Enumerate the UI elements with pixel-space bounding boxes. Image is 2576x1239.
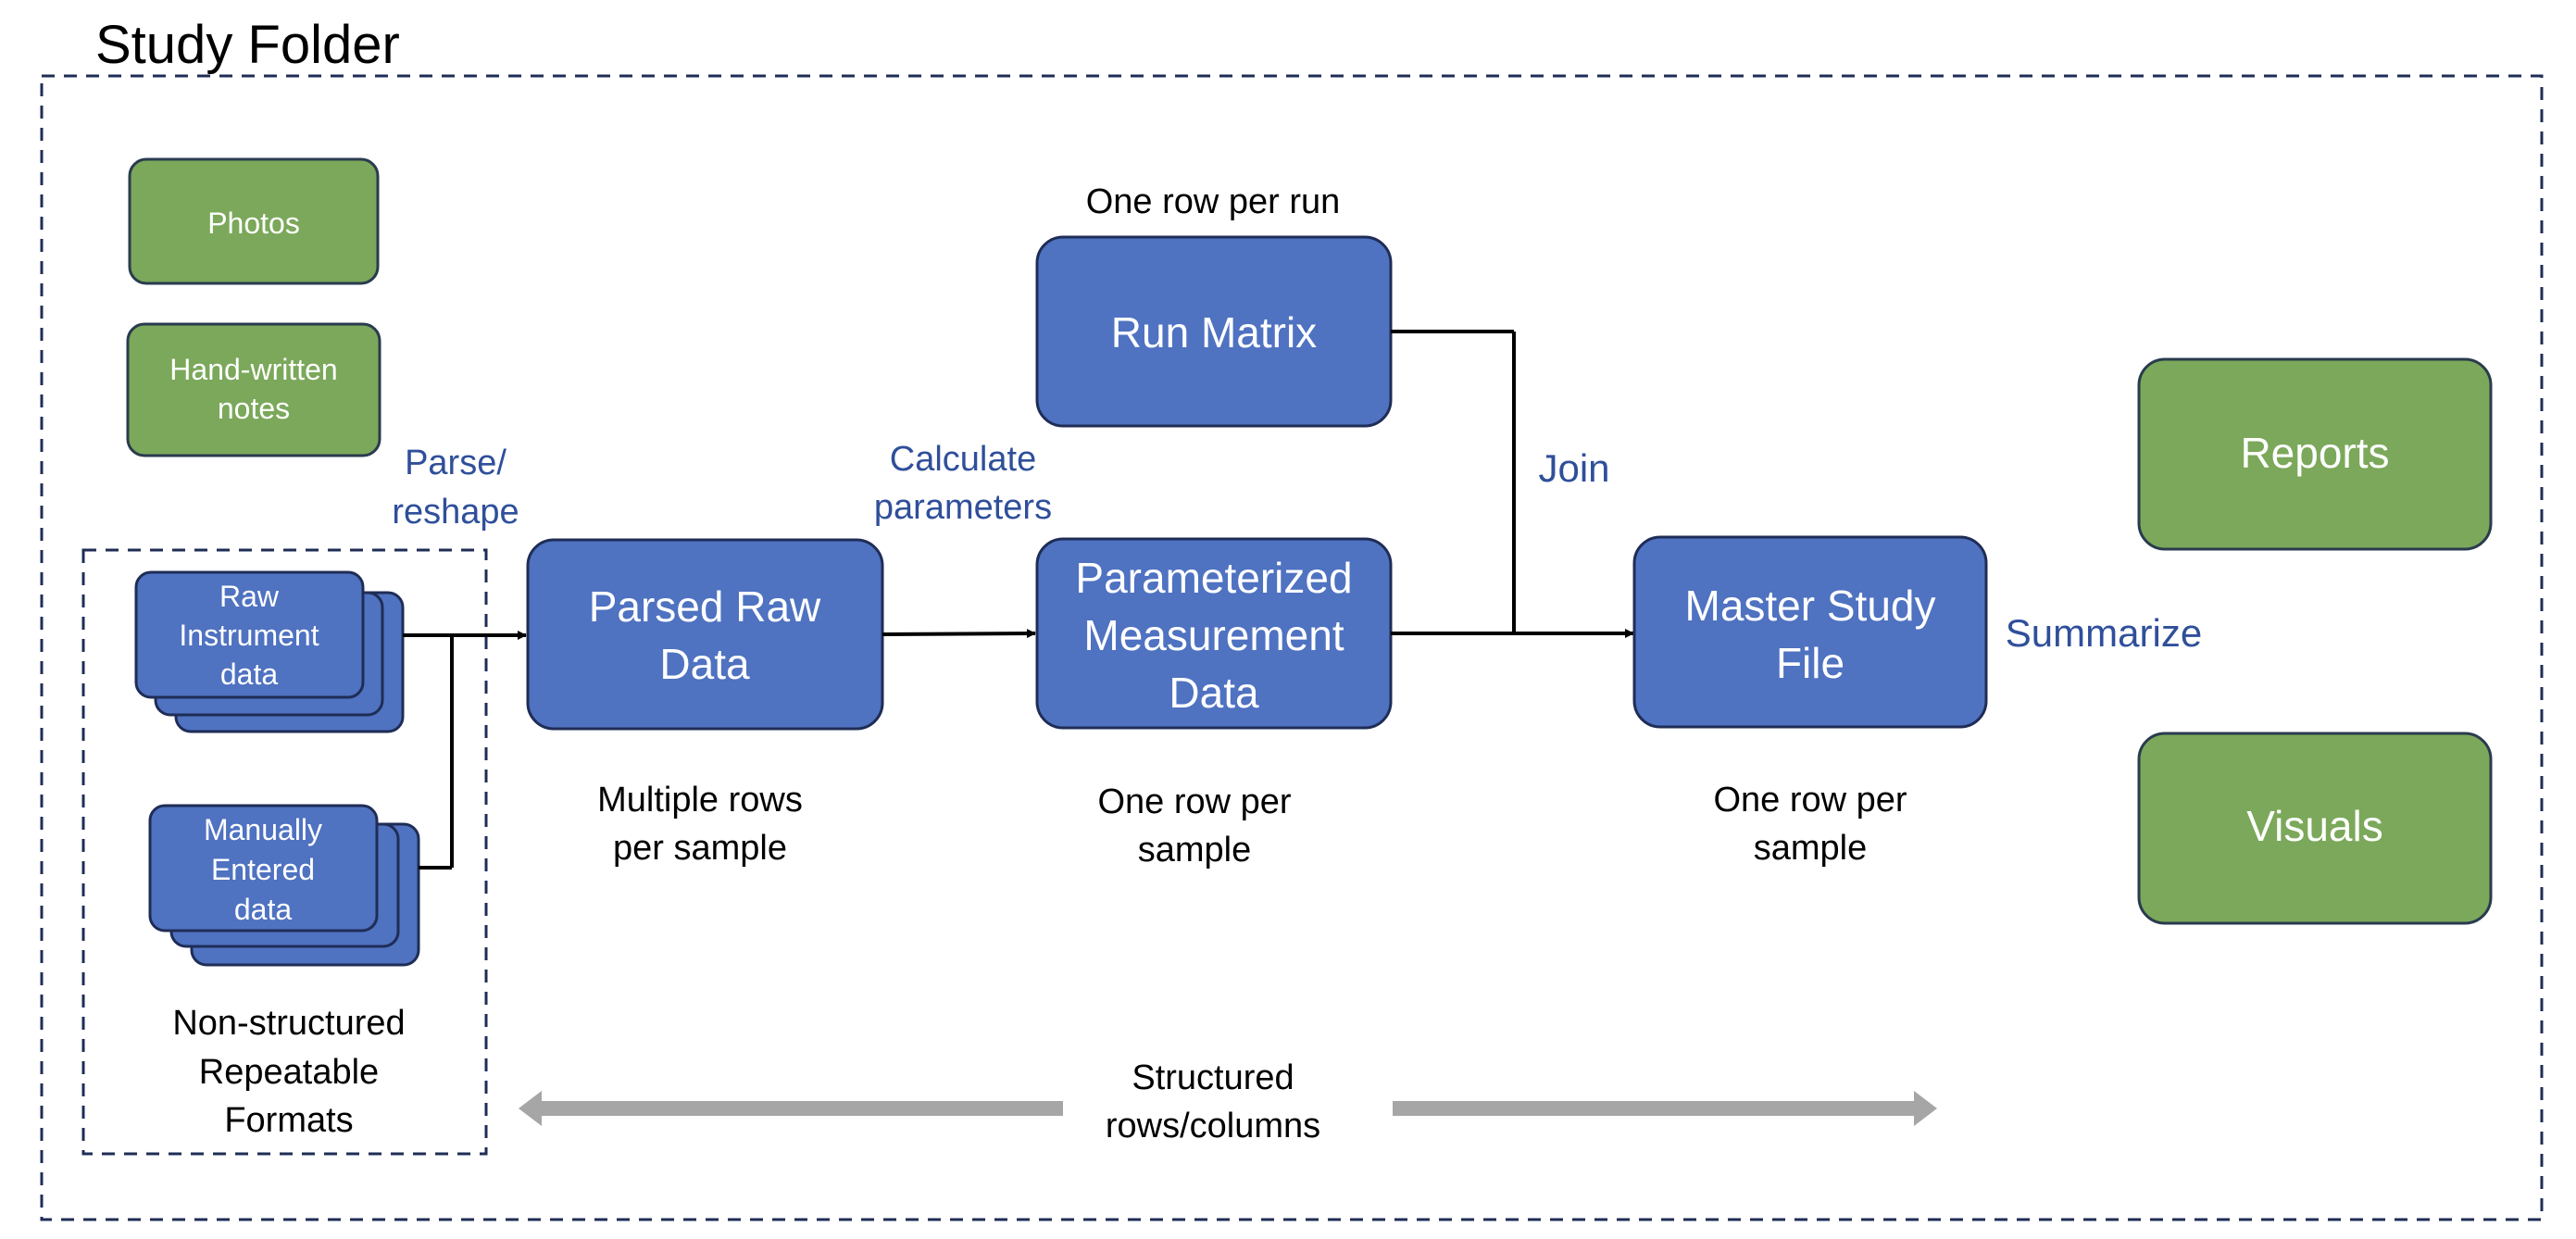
- calculate-arrow: [882, 629, 1036, 639]
- svg-text:Visuals: Visuals: [2246, 802, 2382, 850]
- parse-connector: [403, 631, 527, 870]
- visuals-box[interactable]: Visuals: [2137, 732, 2493, 925]
- non-structured-label-2: Repeatable: [199, 1053, 379, 1092]
- join-connector: [1391, 330, 1634, 638]
- manually-entered-data-stack[interactable]: Manually Entered data: [148, 804, 420, 967]
- summarize-label: Summarize: [2006, 611, 2202, 655]
- svg-text:Master Study: Master Study: [1685, 582, 1936, 630]
- calculate-parameters-label: Calculate: [890, 440, 1036, 479]
- svg-text:Manually: Manually: [204, 813, 322, 846]
- structured-label-2: rows/columns: [1106, 1107, 1320, 1145]
- study-folder-title: Study Folder: [95, 15, 400, 75]
- one-row-per-sample-master: One row per: [1713, 781, 1907, 820]
- svg-text:Data: Data: [659, 640, 750, 688]
- svg-text:Instrument: Instrument: [179, 619, 319, 652]
- svg-text:Parsed Raw: Parsed Raw: [589, 582, 821, 631]
- raw-instrument-data-stack[interactable]: Raw Instrument data: [134, 570, 405, 733]
- svg-text:Photos: Photos: [207, 206, 300, 240]
- one-row-per-sample-param: One row per: [1097, 782, 1291, 821]
- structured-range-arrow: [519, 1091, 1937, 1126]
- handwritten-notes-box[interactable]: Hand-written notes: [126, 322, 381, 457]
- svg-text:Raw: Raw: [219, 580, 280, 613]
- svg-text:Entered: Entered: [211, 853, 315, 886]
- svg-text:data: data: [220, 657, 278, 691]
- svg-text:File: File: [1776, 639, 1844, 687]
- master-study-file-box[interactable]: Master Study File: [1632, 535, 1988, 729]
- parameterized-measurement-data-box[interactable]: Parameterized Measurement Data: [1035, 537, 1393, 730]
- parse-reshape-label-2: reshape: [392, 493, 519, 532]
- svg-text:Hand-written: Hand-written: [169, 353, 337, 386]
- svg-text:data: data: [234, 893, 292, 926]
- non-structured-label-3: Formats: [224, 1101, 353, 1140]
- non-structured-label: Non-structured: [172, 1004, 405, 1043]
- svg-text:Run Matrix: Run Matrix: [1111, 308, 1317, 357]
- multiple-rows-label-2: per sample: [613, 829, 787, 868]
- photos-box[interactable]: Photos: [128, 157, 380, 285]
- svg-text:Data: Data: [1169, 669, 1259, 717]
- one-row-per-sample-master-2: sample: [1754, 829, 1868, 868]
- non-structured-group: [81, 548, 488, 1156]
- svg-text:Parameterized: Parameterized: [1075, 554, 1352, 602]
- svg-text:Reports: Reports: [2240, 429, 2389, 477]
- parse-reshape-label: Parse/: [405, 444, 506, 482]
- reports-box[interactable]: Reports: [2137, 357, 2493, 551]
- join-label: Join: [1538, 446, 1609, 490]
- multiple-rows-label: Multiple rows: [597, 781, 803, 820]
- structured-label: Structured: [1132, 1058, 1294, 1097]
- svg-text:notes: notes: [218, 392, 290, 425]
- one-row-per-sample-param-2: sample: [1138, 831, 1252, 870]
- study-folder-border: [40, 74, 2544, 1221]
- parsed-raw-data-box[interactable]: Parsed Raw Data: [526, 538, 884, 731]
- calculate-parameters-label-2: parameters: [874, 488, 1052, 527]
- one-row-per-run-label: One row per run: [1086, 182, 1341, 221]
- svg-text:Measurement: Measurement: [1083, 611, 1344, 659]
- run-matrix-box[interactable]: Run Matrix: [1035, 235, 1393, 428]
